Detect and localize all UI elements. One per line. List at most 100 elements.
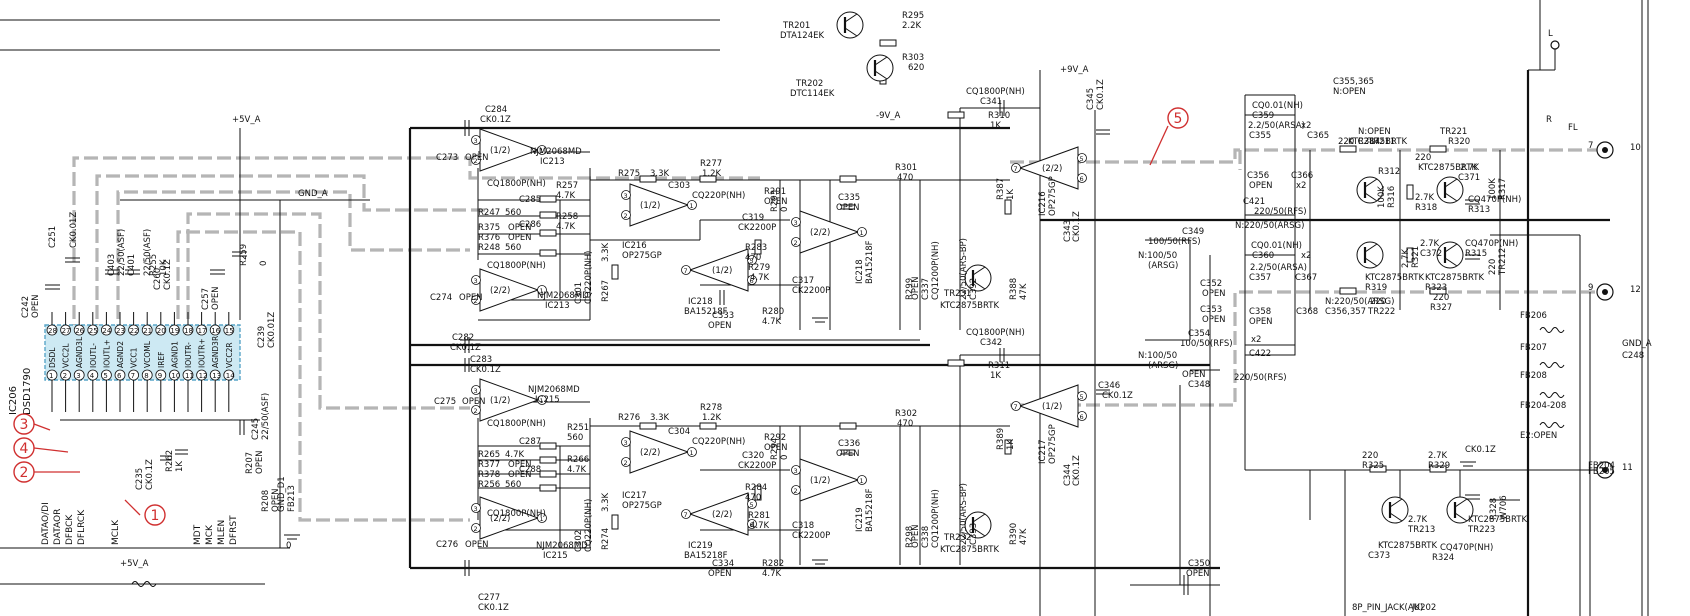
ic206-pin-num: 17	[198, 327, 207, 335]
opamp-pin: 5	[750, 501, 754, 509]
ic206-pin-label: IREF	[157, 352, 166, 368]
component-label: (ARSG)	[1148, 361, 1178, 371]
component-label: R247	[478, 208, 500, 218]
ic206-pin-label: IOUTR-	[184, 342, 193, 368]
opamp-pin: 1	[690, 202, 694, 210]
ic206-pin-bottom	[141, 369, 153, 381]
component-label: NJM2068MD	[528, 385, 580, 395]
ic206-pin-num: 1	[49, 372, 53, 380]
ic206-pin-label: VCC2R	[225, 342, 234, 368]
component-label: R301	[895, 163, 917, 173]
component-label: 2.2/50(ARSA)	[1250, 263, 1307, 273]
component-label: 2.7K	[1428, 451, 1448, 461]
opamp-pin: 2	[794, 239, 798, 247]
ic206-pin-num: 10	[171, 372, 180, 380]
component-label: C348	[1188, 380, 1210, 390]
component-label: OPEN	[211, 286, 221, 310]
component-label: R280	[762, 307, 784, 317]
component-label: IC216	[1038, 191, 1048, 216]
component-label: CQ220P(NH)	[584, 251, 594, 304]
component-label: R259	[239, 244, 249, 266]
component-label: CQ220P(NH)	[692, 437, 745, 447]
component-label: R315	[1465, 249, 1487, 259]
component-label: C319	[742, 213, 764, 223]
component-label: BA15218F	[865, 488, 875, 532]
component-label: CK2200P	[792, 286, 830, 296]
component-label: 1K	[990, 371, 1001, 381]
opamp-section: (1/2)	[640, 201, 660, 211]
component-label: 1.2K	[702, 169, 722, 179]
component-label: CK0.1Z	[470, 365, 501, 375]
component-label: C333	[712, 311, 734, 321]
component-label: 560	[567, 433, 583, 443]
component-label: FB206	[1520, 311, 1547, 321]
component-label: 2.7K	[1460, 163, 1480, 173]
opamp-pin: 1	[690, 449, 694, 457]
component-label: CK0.01Z	[267, 312, 277, 348]
callout-marker-number: 4	[20, 441, 29, 457]
component-label: OP275GP	[1048, 176, 1058, 216]
component-label: R255	[149, 254, 159, 276]
component-label: GND_D1	[277, 476, 287, 512]
component-label: (ARSG)	[1148, 261, 1178, 271]
component-label: 560	[505, 208, 521, 218]
component-label: R277	[700, 159, 722, 169]
component-label: C359	[1252, 111, 1274, 121]
component-label: OPEN	[1202, 315, 1226, 325]
opamp-pin: 7	[1014, 403, 1018, 411]
component-label: R265	[478, 450, 500, 460]
callout-marker	[1167, 107, 1189, 129]
component-label: R283	[745, 243, 767, 253]
component-label: R318	[1415, 203, 1437, 213]
component-label: CK0.1Z	[145, 459, 155, 490]
component-label: OPEN	[255, 450, 265, 474]
opamp-symbol	[1018, 146, 1079, 190]
ic206-pin-label: AGND2	[116, 341, 125, 368]
component-label: GND_A	[298, 189, 328, 199]
opamp-pin: 3	[474, 505, 478, 513]
component-label: C341	[980, 97, 1002, 107]
component-label: C245	[251, 418, 261, 440]
opamp-pin: 1	[540, 397, 544, 405]
component-label: IC213	[540, 157, 565, 167]
page-edges	[0, 0, 1649, 616]
ic206-pin-top	[196, 324, 208, 336]
component-label: CK2200P	[792, 531, 830, 541]
component-label: 220	[1370, 297, 1386, 307]
component-label: OPEN	[764, 443, 788, 453]
component-label: C303	[668, 181, 690, 191]
component-label: C356,357	[1325, 307, 1366, 317]
component-label: 4.7K	[556, 222, 576, 232]
ic206-pin-label: IOUTL-	[89, 343, 98, 368]
component-label: R388	[1009, 278, 1019, 300]
component-label: OPEN	[708, 321, 732, 331]
component-label: OPEN	[508, 223, 532, 233]
opamp-pin: 7	[1014, 165, 1018, 173]
component-label: C422	[1249, 349, 1271, 359]
component-label: 470	[897, 419, 913, 429]
component-label: CK0.1Z	[1465, 445, 1496, 455]
control-signal-label: DFRST	[229, 515, 239, 545]
input-signal-label: DFLRCK	[77, 509, 87, 545]
component-label: FB207	[1520, 343, 1547, 353]
component-label: 9	[1588, 283, 1593, 293]
component-label: 100/50(RFS)	[1180, 339, 1233, 349]
callout-marker	[13, 413, 35, 435]
opamp-pin: 7	[684, 511, 688, 519]
component-label: BA15218F	[865, 240, 875, 284]
component-label: NJM2068MD	[530, 147, 582, 157]
component-label: FB208	[1520, 371, 1547, 381]
ic206-pin-num: 21	[143, 327, 152, 335]
ic206-pin-num: 2	[63, 372, 67, 380]
ic206-pin-bottom	[209, 369, 221, 381]
component-label: R314	[1358, 137, 1380, 147]
component-label: N:100/50	[1138, 251, 1177, 261]
component-label: C344	[1063, 464, 1073, 486]
component-label: OPEN	[508, 470, 532, 480]
component-label: 470	[745, 253, 761, 263]
component-label: CQ0.01(NH)	[1252, 101, 1303, 111]
transistor-symbol	[964, 511, 992, 539]
component-label: R324	[1432, 553, 1454, 563]
component-label: CK0.1Z	[1102, 391, 1133, 401]
opamp-section: (1/2)	[712, 266, 732, 276]
